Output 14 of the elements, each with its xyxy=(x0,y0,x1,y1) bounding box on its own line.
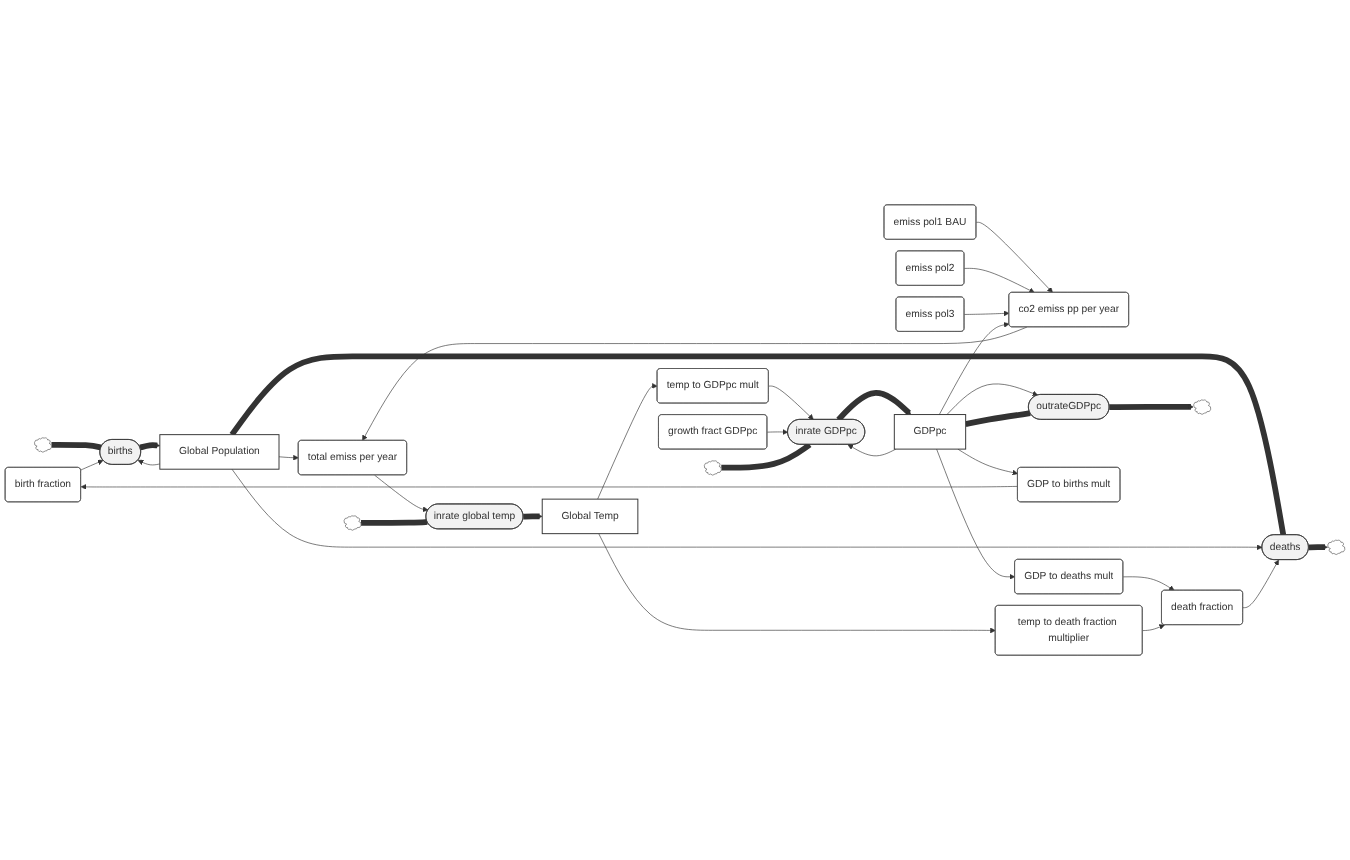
node-cloud xyxy=(703,460,722,476)
connector xyxy=(361,519,429,526)
connector xyxy=(965,410,1031,427)
arrow xyxy=(1307,544,1328,551)
node-cloud xyxy=(1327,539,1346,555)
node-cloud xyxy=(34,437,52,453)
node-cloud xyxy=(1193,399,1212,415)
arrow xyxy=(138,442,161,451)
arrow xyxy=(1109,404,1194,411)
connector xyxy=(51,441,103,451)
connector xyxy=(721,442,812,471)
node-cloud xyxy=(343,515,362,531)
connector xyxy=(229,353,1287,536)
arrow xyxy=(836,390,912,422)
